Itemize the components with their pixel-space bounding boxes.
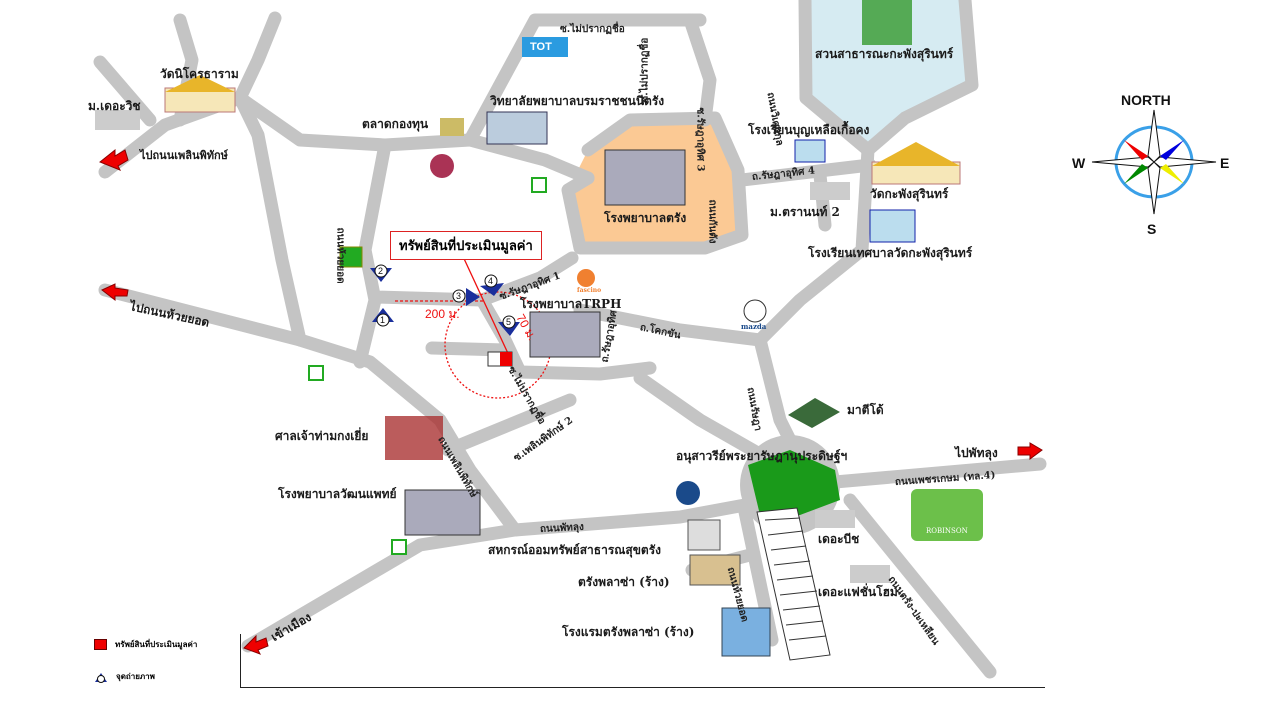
road-label: ถนนห้วยยอด — [334, 227, 346, 284]
mazda-logo-text: mazda — [741, 322, 767, 331]
hotel-icon — [721, 607, 771, 657]
house-icon — [810, 182, 850, 200]
label-nursing-college: วิทยาลัยพยาบาลบรมราชชนนีตรัง — [490, 94, 665, 108]
park-icon — [862, 0, 912, 45]
badminton-icon — [788, 398, 840, 428]
map-legend: ทรัพย์สินที่ประเมินมูลค่า จุดถ่ายภาพ — [80, 634, 241, 688]
photo-point-4 — [480, 274, 504, 296]
house-icon — [95, 110, 140, 130]
road-label: ถนนพัทลุง — [539, 521, 585, 535]
compass-south-label: S — [1147, 221, 1157, 237]
label-tranan-2: ม.ตรานนท์ 2 — [770, 205, 840, 219]
road-network — [93, 0, 1047, 679]
hospital-icon — [529, 311, 601, 358]
label-trang-hospital: โรงพยาบาลตรัง — [604, 211, 687, 225]
label-to-phatthalung: ไปพัทลุง — [955, 446, 998, 460]
photo-point-1 — [372, 308, 394, 327]
red-square-icon — [94, 639, 107, 650]
photo-point-number: 5 — [506, 317, 512, 327]
label-wat-nikhron: วัดนิโครธาราม — [160, 67, 239, 81]
road-label: ถนนกันตัง — [706, 199, 718, 244]
hospital-icon — [604, 149, 686, 206]
photo-point-2 — [370, 264, 392, 282]
label-to-phoen-phithak: ไปถนนเพลินพิทักษ์ — [140, 149, 228, 162]
house-icon — [815, 510, 855, 528]
photo-point-3 — [452, 288, 480, 306]
shrine-icon — [385, 416, 443, 460]
label-matido: มาตีโด้ — [847, 403, 884, 417]
map-frame-bottom — [240, 687, 1045, 688]
label-boonluea-school: โรงเรียนบุญเหลือเกื้อคง — [748, 123, 870, 137]
seal-icon — [430, 154, 454, 178]
label-municipal-school: โรงเรียนเทศบาลวัดกะพังสุรินทร์ — [808, 246, 973, 260]
road-label: ซ.รัษฎาอุทิศ 3 — [694, 107, 706, 172]
distance-label-200m: 200 ม. — [425, 307, 460, 321]
photo-point-icon — [95, 672, 107, 683]
road-label: ซ.ไม่ปรากฏชื่อ — [639, 37, 651, 103]
photo-point-5 — [498, 315, 520, 336]
railway — [756, 507, 831, 661]
school-icon — [794, 139, 826, 163]
compass-rose-icon — [1091, 109, 1217, 215]
legend-subject-property: ทรัพย์สินที่ประเมินมูลค่า — [94, 638, 197, 651]
tot-logo-text: TOT — [530, 41, 552, 53]
road-label: ซ.ไม่ปรากฏชื่อ — [560, 24, 625, 35]
tot-logo-icon — [522, 37, 568, 57]
legend-photo-point: จุดถ่ายภาพ — [94, 670, 155, 683]
label-cooperative: สหกรณ์ออมทรัพย์สาธารณสุขตรัง — [488, 543, 662, 557]
label-monument: อนุสาวรีย์พระยารัษฎานุประดิษฐ์ฯ — [676, 449, 848, 463]
fascino-logo-text: fascino — [577, 287, 602, 294]
photo-point-number: 4 — [488, 276, 494, 286]
label-watthana-hospital: โรงพยาบาลวัฒนแพทย์ — [278, 487, 397, 501]
seven-eleven-icon — [308, 365, 324, 381]
school-icon — [869, 209, 916, 243]
label-talat-kong-thun: ตลาดกองทุน — [362, 117, 429, 131]
subject-property-callout: ทรัพย์สินที่ประเมินมูลค่า — [390, 231, 542, 260]
photo-point-number: 2 — [378, 266, 384, 276]
house-icon — [850, 565, 890, 583]
photo-point-number: 1 — [380, 315, 386, 325]
label-trph-hospital: โรงพยาบาลTRPH — [520, 297, 622, 311]
caltex-logo-icon — [676, 481, 700, 505]
landmark-icons — [95, 0, 983, 657]
label-the-fashion-home: เดอะแฟชั่นโฮม — [818, 585, 898, 599]
seven-eleven-icon — [531, 177, 547, 193]
legend-label: จุดถ่ายภาพ — [116, 671, 155, 681]
compass-west-label: W — [1072, 155, 1086, 171]
robinson-logo-icon — [911, 489, 983, 541]
hospital-icon — [486, 111, 548, 145]
label-trang-plaza: ตรังพลาซ่า (ร้าง) — [578, 575, 670, 589]
market-icon — [440, 118, 464, 136]
compass-east-label: E — [1220, 155, 1230, 171]
photo-point-markers[interactable] — [370, 264, 520, 336]
label-wat-kaphang: วัดกะพังสุรินทร์ — [870, 187, 949, 201]
label-the-vich: ม.เดอะวิช — [88, 99, 141, 113]
robinson-logo-text: ROBINSON — [926, 527, 968, 535]
compass-north-label: NORTH — [1121, 92, 1171, 108]
seven-eleven-icon — [391, 539, 407, 555]
direction-arrow-icons — [99, 148, 1043, 655]
bank-icon — [339, 246, 363, 268]
building-icon — [687, 519, 721, 551]
legend-label: ทรัพย์สินที่ประเมินมูลค่า — [115, 639, 198, 649]
mazda-logo-icon — [743, 299, 767, 323]
hospital-icon — [404, 489, 481, 536]
lake — [805, 0, 972, 150]
label-public-park: สวนสาธารณะกะพังสุรินทร์ — [815, 47, 954, 61]
subject-property-marker[interactable] — [487, 351, 513, 367]
building-icon — [689, 554, 741, 586]
label-trang-plaza-hotel: โรงแรมตรังพลาซ่า (ร้าง) — [562, 625, 695, 639]
photo-point-number: 3 — [456, 291, 462, 301]
label-the-beach: เดอะบีช — [818, 532, 860, 546]
fascino-logo-icon — [577, 269, 595, 287]
label-shrine: ศาลเจ้าท่ามกงเยี่ย — [275, 429, 369, 443]
